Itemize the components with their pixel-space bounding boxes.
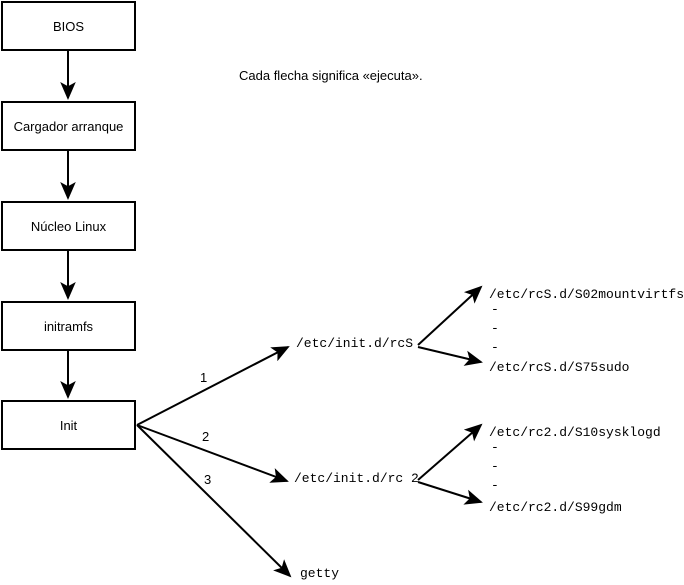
script-rc2-last: /etc/rc2.d/S99gdm	[489, 500, 622, 515]
stage-label: initramfs	[43, 318, 94, 334]
script-rc2-ellipsis: - - -	[491, 441, 499, 498]
init-target-getty: getty	[300, 566, 340, 581]
arrow-rcs-to-first-script	[417, 285, 483, 346]
script-rcs-ellipsis: - - -	[491, 303, 499, 360]
ellipsis-mark: -	[491, 478, 499, 493]
arrow-init-to-rc2	[136, 424, 289, 483]
ellipsis-mark: -	[491, 302, 499, 317]
arrow-init-to-rcs	[136, 346, 290, 426]
stage-box-initramfs: initramfs	[1, 301, 136, 351]
ellipsis-mark: -	[491, 459, 499, 474]
branch-number-1: 1	[200, 370, 208, 385]
stage-box-kernel: Núcleo Linux	[1, 201, 136, 251]
arrow-rc2-to-last-script	[417, 481, 483, 505]
stage-box-bios: BIOS	[1, 1, 136, 51]
branch-number-2: 2	[202, 429, 210, 444]
arrow-rc2-to-first-script	[417, 423, 483, 481]
ellipsis-mark: -	[491, 321, 499, 336]
arrow-init-to-getty	[136, 424, 292, 578]
stage-box-bootloader: Cargador arranque	[1, 101, 136, 151]
stage-label: BIOS	[52, 18, 85, 34]
init-target-rcs: /etc/init.d/rcS	[296, 336, 414, 351]
stage-label: Init	[59, 417, 78, 433]
init-target-rc2: /etc/init.d/rc 2	[294, 471, 419, 486]
arrow-rcs-to-last-script	[417, 346, 483, 366]
branch-number-3: 3	[204, 472, 212, 487]
ellipsis-mark: -	[491, 440, 499, 455]
script-rcs-first: /etc/rcS.d/S02mountvirtfs	[489, 287, 684, 302]
legend-note: Cada flecha significa «ejecuta».	[239, 68, 423, 83]
script-rc2-first: /etc/rc2.d/S10sysklogd	[489, 425, 661, 440]
stage-label: Cargador arranque	[13, 118, 124, 134]
stage-label: Núcleo Linux	[30, 218, 107, 234]
stage-box-init: Init	[1, 400, 136, 450]
ellipsis-mark: -	[491, 340, 499, 355]
script-rcs-last: /etc/rcS.d/S75sudo	[489, 360, 630, 375]
